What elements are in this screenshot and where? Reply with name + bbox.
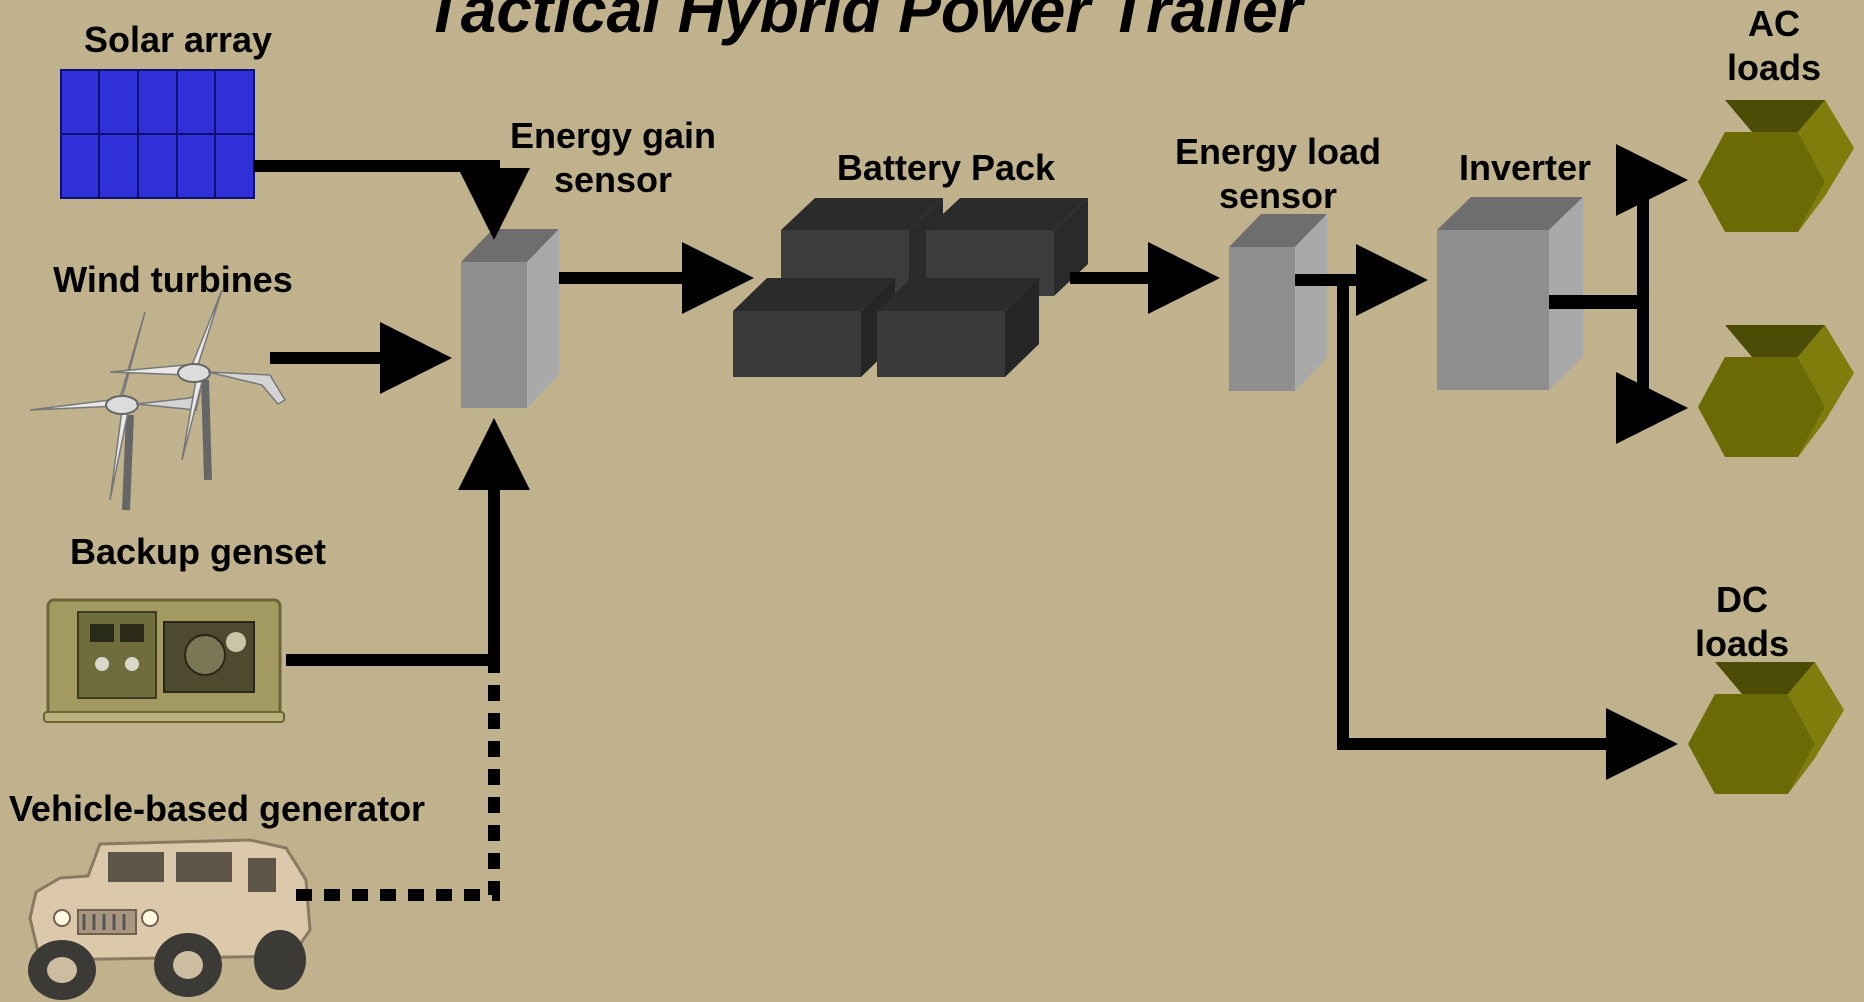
ac-loads-label-line2: loads bbox=[1726, 47, 1822, 88]
energy-gain-sensor-label-line2: sensor bbox=[553, 159, 673, 200]
backup-genset-icon bbox=[43, 598, 285, 723]
energy-gain-sensor-label: Energy gain sensor bbox=[488, 114, 738, 202]
inverter-box bbox=[1437, 197, 1583, 390]
dc-loads-label: DC loads bbox=[1668, 578, 1816, 666]
energy-load-sensor-label-line2: sensor bbox=[1218, 175, 1338, 216]
energy-gain-sensor-box bbox=[461, 229, 559, 408]
energy-gain-sensor-label-line1: Energy gain bbox=[509, 115, 717, 156]
vehicle-to-gain-sensor-dotted-line bbox=[296, 660, 500, 901]
vehicle-generator-icon bbox=[28, 838, 312, 1000]
dc-load-icon bbox=[1688, 662, 1844, 794]
ac-load-1-icon bbox=[1698, 100, 1854, 232]
load-sensor-to-dc-loads-arrow bbox=[1337, 280, 1678, 780]
inverter-to-ac-load-1-arrow bbox=[1616, 144, 1688, 302]
inverter-label: Inverter bbox=[1458, 147, 1592, 188]
wind-turbines-icon bbox=[29, 289, 287, 511]
energy-load-sensor-label-line1: Energy load bbox=[1174, 131, 1382, 172]
battery-pack-label: Battery Pack bbox=[836, 147, 1056, 188]
backup-genset-label: Backup genset bbox=[69, 531, 327, 572]
slide-title: Tactical Hybrid Power Trailer bbox=[424, 0, 1303, 46]
energy-load-sensor-box bbox=[1229, 214, 1327, 391]
ac-loads-label: AC loads bbox=[1700, 2, 1848, 90]
solar-array-label: Solar array bbox=[83, 19, 273, 60]
ac-loads-label-line1: AC bbox=[1748, 3, 1800, 44]
dc-loads-label-line2: loads bbox=[1694, 623, 1790, 664]
solar-to-gain-sensor-arrow bbox=[254, 160, 530, 240]
solar-array-icon bbox=[60, 69, 255, 199]
ac-load-2-icon bbox=[1698, 325, 1854, 457]
vehicle-generator-label: Vehicle-based generator bbox=[8, 788, 426, 829]
energy-load-sensor-label: Energy load sensor bbox=[1152, 130, 1404, 218]
inverter-to-ac-load-2-arrow bbox=[1616, 302, 1688, 444]
wind-turbines-label: Wind turbines bbox=[53, 259, 293, 300]
battery-pack-icon bbox=[733, 198, 1088, 377]
dc-loads-label-line1: DC bbox=[1716, 579, 1768, 620]
connector-lines bbox=[254, 144, 1688, 901]
